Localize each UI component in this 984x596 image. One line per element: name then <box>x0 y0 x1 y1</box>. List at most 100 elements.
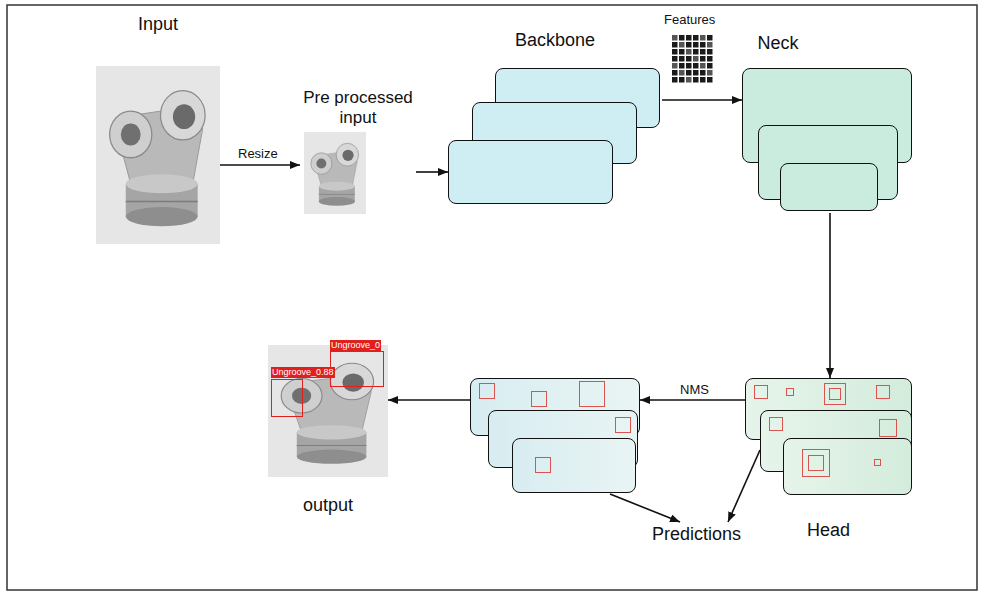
detection-tag: Ungroove_0 <box>330 340 381 351</box>
photo-ground <box>96 66 220 244</box>
anchor-square <box>874 459 881 466</box>
layer-stack: Head <box>745 378 912 553</box>
base-bottom <box>297 450 367 464</box>
layer-stack <box>470 378 640 494</box>
anchor-square <box>479 383 495 399</box>
feature-cell <box>693 49 699 55</box>
base-groove <box>319 194 355 195</box>
feature-cell <box>700 63 706 69</box>
base-groove <box>126 201 198 202</box>
feature-cell <box>686 49 692 55</box>
feature-cell <box>672 35 678 41</box>
yoke-ear <box>330 363 373 400</box>
anchor-square <box>824 383 846 405</box>
base-top <box>126 174 198 193</box>
feature-cell <box>700 56 706 62</box>
feature-cell <box>693 77 699 83</box>
flow-arrow <box>829 213 831 378</box>
anchor-square <box>808 455 824 471</box>
yoke-ear <box>281 379 322 414</box>
feature-cell <box>707 70 713 76</box>
ear-hole <box>316 158 326 168</box>
feature-cell <box>700 42 706 48</box>
feature-cell <box>707 77 713 83</box>
feature-cell <box>672 56 678 62</box>
anchor-square <box>802 449 830 477</box>
feature-cell <box>700 35 706 41</box>
ear-hole <box>121 124 141 146</box>
base-top <box>319 182 355 191</box>
base-top <box>297 425 367 439</box>
detection-box <box>330 351 384 387</box>
feature-cell <box>693 63 699 69</box>
part-photo <box>268 345 388 477</box>
feature-cell <box>707 49 713 55</box>
base-bottom <box>126 207 198 226</box>
stack-layer-box <box>512 438 636 493</box>
layer-stack: Backbone <box>448 30 662 206</box>
feature-cell <box>707 42 713 48</box>
anchor-square <box>769 417 783 431</box>
ear-hole <box>342 373 364 391</box>
feature-cell <box>679 42 685 48</box>
anchor-square <box>829 388 841 400</box>
photo-ground <box>268 345 388 477</box>
stack-layer-box <box>783 438 912 495</box>
feature-cell <box>679 56 685 62</box>
anchor-square <box>615 417 631 433</box>
feature-cell <box>679 49 685 55</box>
feature-cell <box>672 70 678 76</box>
label-holder: Ungroove_0 <box>330 340 381 351</box>
layer-stack: Neck <box>742 33 912 213</box>
part-photo <box>304 132 366 214</box>
node-heading: Backbone <box>448 30 662 51</box>
node-heading: output <box>268 495 388 516</box>
feature-cell <box>693 70 699 76</box>
anchor-square <box>579 381 605 407</box>
yoke-ear <box>110 111 152 158</box>
feature-cell <box>672 42 678 48</box>
feature-cell <box>707 63 713 69</box>
stack-layer-box <box>780 163 878 211</box>
node-heading: Input <box>96 14 220 35</box>
part-photo <box>96 66 220 244</box>
stack-layer-box <box>448 140 613 204</box>
label-holder: Resize <box>236 146 280 161</box>
detection-box <box>271 379 303 417</box>
label-holder: Features <box>662 12 717 27</box>
flow-arrow <box>728 450 760 522</box>
yoke-ear <box>336 143 358 166</box>
feature-cell <box>686 35 692 41</box>
anchor-square <box>754 385 768 399</box>
ear-hole <box>342 150 353 161</box>
flow-arrow <box>416 171 448 173</box>
feature-cell <box>672 77 678 83</box>
node-heading: Head <box>745 520 912 541</box>
label-holder: NMS <box>678 382 711 397</box>
feature-cell <box>707 56 713 62</box>
flow-arrow <box>640 399 745 401</box>
feature-cell <box>679 63 685 69</box>
edge-label: NMS <box>678 382 711 397</box>
edge-label: Features <box>662 12 717 27</box>
anchor-square <box>535 457 551 473</box>
feature-cell <box>672 63 678 69</box>
base-groove <box>297 445 367 446</box>
flow-arrow <box>610 494 680 522</box>
frame-border <box>7 5 977 590</box>
feature-cell <box>693 35 699 41</box>
node-heading: Predictions <box>648 522 745 547</box>
image-node: Input <box>96 14 220 244</box>
feature-cell <box>700 77 706 83</box>
feature-cell <box>686 70 692 76</box>
label-node: Predictions <box>648 522 745 547</box>
feature-cell <box>700 70 706 76</box>
ear-hole <box>173 104 195 129</box>
feature-cell <box>679 77 685 83</box>
anchor-square <box>786 388 794 396</box>
feature-cell <box>679 70 685 76</box>
feature-map-icon <box>670 33 714 83</box>
feature-cell <box>686 56 692 62</box>
feature-cell <box>707 35 713 41</box>
flow-arrow <box>220 164 300 166</box>
